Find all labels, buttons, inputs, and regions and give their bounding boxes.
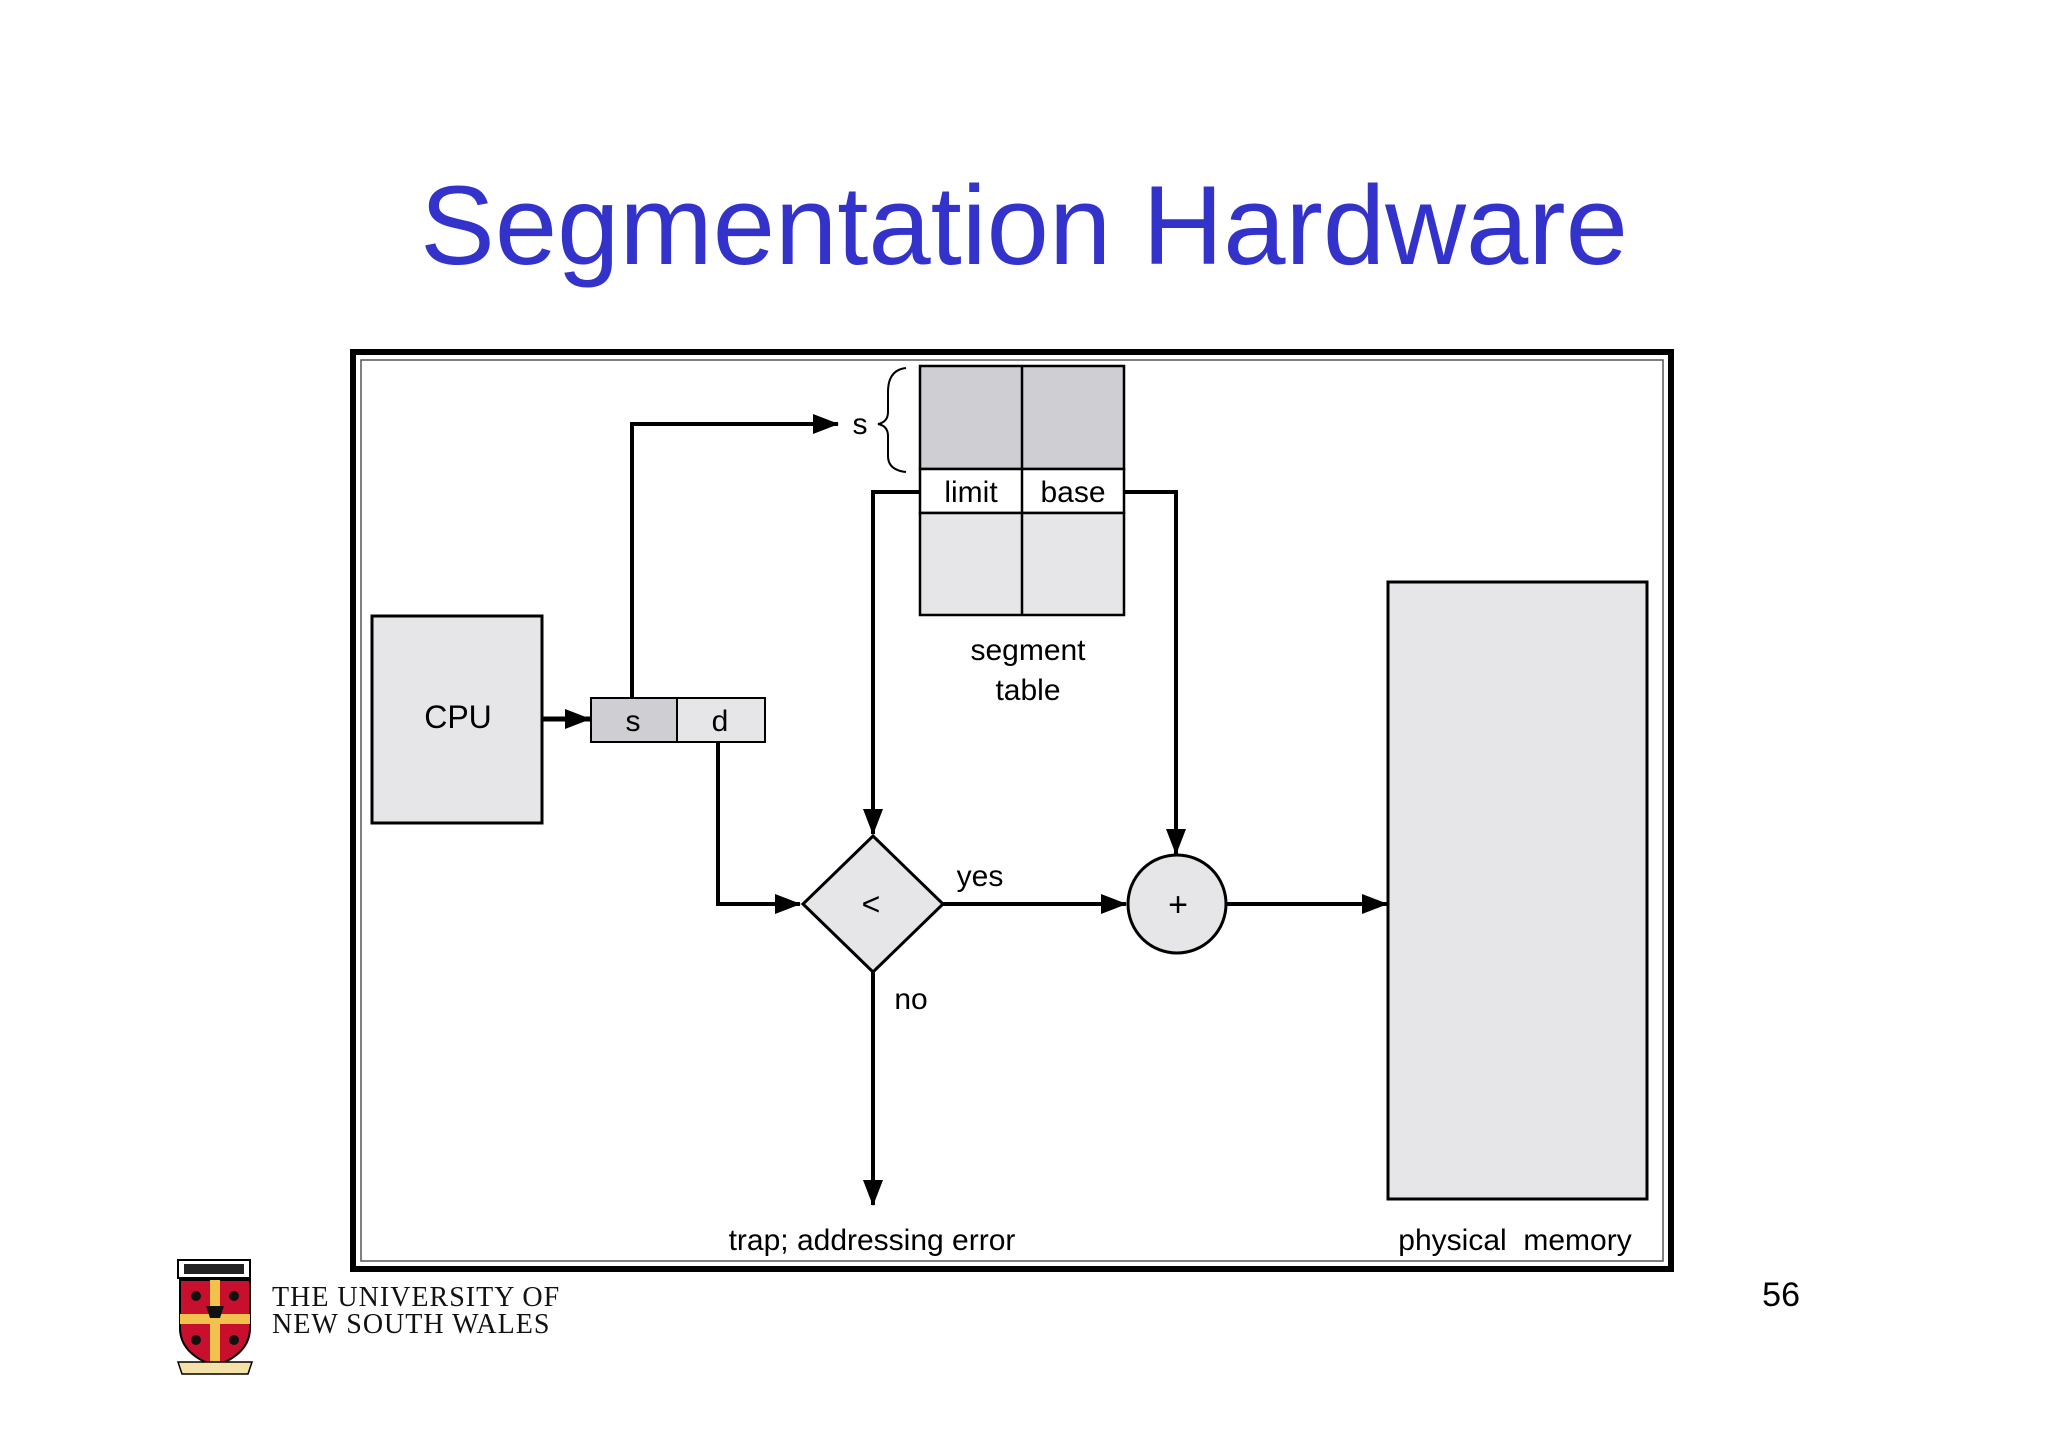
segment-table-label-line1: segment [970,634,1086,667]
physical-memory-box [1386,580,1649,1201]
segment-table-label-line2: table [995,674,1060,707]
segment-brace [877,367,907,473]
diagram-inner-frame [360,359,1664,1262]
cpu-label: CPU [424,699,492,735]
limit-label: limit [944,476,998,509]
base-label: base [1040,476,1105,509]
university-logo: THE UNIVERSITY OF NEW SOUTH WALES [176,1258,596,1378]
base-to-adder-arrow [1124,490,1186,855]
adder-symbol: + [1168,886,1188,924]
university-name-line1: THE UNIVERSITY OF [272,1282,561,1313]
physical-memory-label: physical memory [1398,1224,1631,1257]
address-d-cell [676,697,766,743]
unsw-crest-icon [176,1259,254,1375]
segment-index-label: s [853,408,868,441]
trap-label: trap; addressing error [729,1224,1016,1257]
s-to-segment-arrow [630,414,839,698]
logical-address: s d [590,697,766,743]
compare-symbol: < [862,886,881,922]
segment-table: limit base [918,364,1126,617]
d-to-compare-arrow [716,742,801,914]
no-label: no [894,983,927,1016]
adder-circle: + [1126,853,1228,955]
slide-title: Segmentation Hardware [420,163,1628,288]
limit-to-compare-arrow [863,490,920,835]
yes-label: yes [957,860,1004,893]
address-s-label: s [626,705,641,738]
address-d-label: d [712,705,729,738]
page-number: 56 [1762,1276,1800,1314]
university-name: THE UNIVERSITY OF NEW SOUTH WALES [272,1282,561,1340]
compare-diamond: < [800,833,946,975]
cpu-box: CPU [370,614,544,825]
university-name-line2: NEW SOUTH WALES [272,1309,551,1340]
